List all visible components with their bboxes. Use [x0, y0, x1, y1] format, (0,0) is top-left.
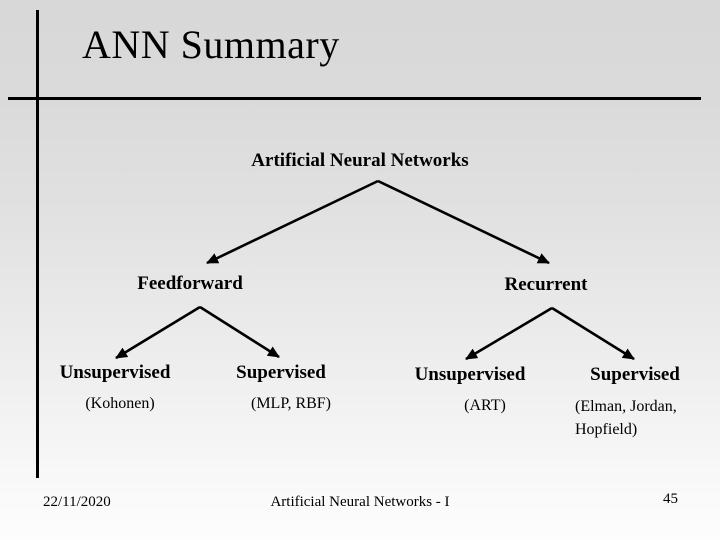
leaf-feedforward-unsupervised-label: Unsupervised — [59, 362, 171, 383]
left-accent-line — [36, 10, 39, 478]
leaf-recurrent-unsupervised-label: Unsupervised — [414, 364, 526, 385]
leaf-recurrent-unsupervised-detail: (ART) — [464, 397, 506, 414]
leaf-feedforward-supervised-label: Supervised — [236, 362, 326, 383]
arrow-feedforward-to-unsupervised — [115, 305, 201, 360]
node-feedforward: Feedforward — [137, 273, 243, 294]
arrow-root-to-feedforward — [206, 179, 379, 265]
footer-title: Artificial Neural Networks - I — [270, 494, 450, 510]
node-root: Artificial Neural Networks — [251, 150, 469, 171]
arrow-feedforward-to-supervised — [199, 305, 280, 359]
slide-title: ANN Summary — [82, 22, 340, 67]
leaf-recurrent-supervised-label: Supervised — [590, 364, 680, 385]
leaf-recurrent-supervised-detail: (Elman, Jordan, Hopfield) — [575, 398, 677, 439]
leaf-feedforward-supervised-detail: (MLP, RBF) — [250, 395, 332, 412]
arrow-recurrent-to-supervised — [551, 306, 635, 361]
footer-page-number: 45 — [663, 491, 678, 507]
title-underline — [8, 97, 701, 100]
arrow-recurrent-to-unsupervised — [465, 306, 553, 361]
node-recurrent: Recurrent — [504, 274, 588, 295]
footer-date: 22/11/2020 — [43, 494, 111, 510]
leaf-feedforward-unsupervised-detail: (Kohonen) — [85, 395, 155, 412]
arrow-root-to-recurrent — [377, 179, 550, 265]
